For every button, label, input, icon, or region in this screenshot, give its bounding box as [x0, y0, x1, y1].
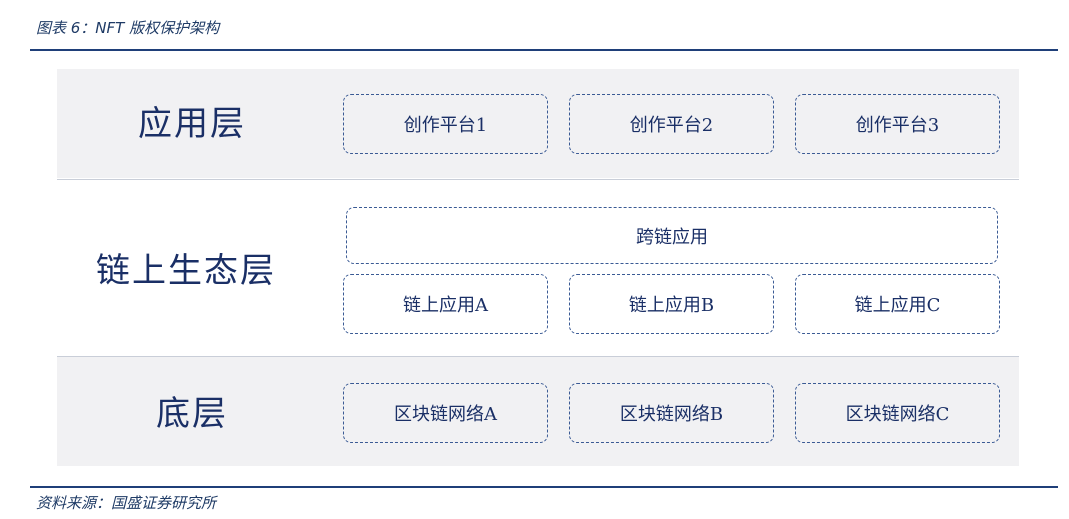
onchain-app-b-box: 链上应用B [569, 274, 774, 334]
base-layer-band [57, 357, 1019, 466]
creation-platform-3-box: 创作平台3 [795, 94, 1000, 154]
source-note: 资料来源：国盛证券研究所 [36, 494, 217, 512]
layer-divider-2 [57, 356, 1019, 357]
application-layer-title: 应用层 [138, 104, 246, 144]
blockchain-network-a-box: 区块链网络A [343, 383, 548, 443]
onchain-app-c-box: 链上应用C [795, 274, 1000, 334]
blockchain-network-c-box: 区块链网络C [795, 383, 1000, 443]
creation-platform-1-box: 创作平台1 [343, 94, 548, 154]
creation-platform-2-box: 创作平台2 [569, 94, 774, 154]
blockchain-network-b-box: 区块链网络B [569, 383, 774, 443]
bottom-rule [30, 486, 1058, 488]
base-layer-title: 底层 [156, 394, 228, 434]
layer-divider-1 [57, 179, 1019, 180]
application-layer-band [57, 69, 1019, 178]
cross-chain-app-box: 跨链应用 [346, 207, 998, 264]
ecosystem-layer-title: 链上生态层 [96, 251, 276, 291]
figure-caption: 图表 6：NFT 版权保护架构 [36, 19, 220, 37]
onchain-app-a-box: 链上应用A [343, 274, 548, 334]
top-rule [30, 49, 1058, 51]
